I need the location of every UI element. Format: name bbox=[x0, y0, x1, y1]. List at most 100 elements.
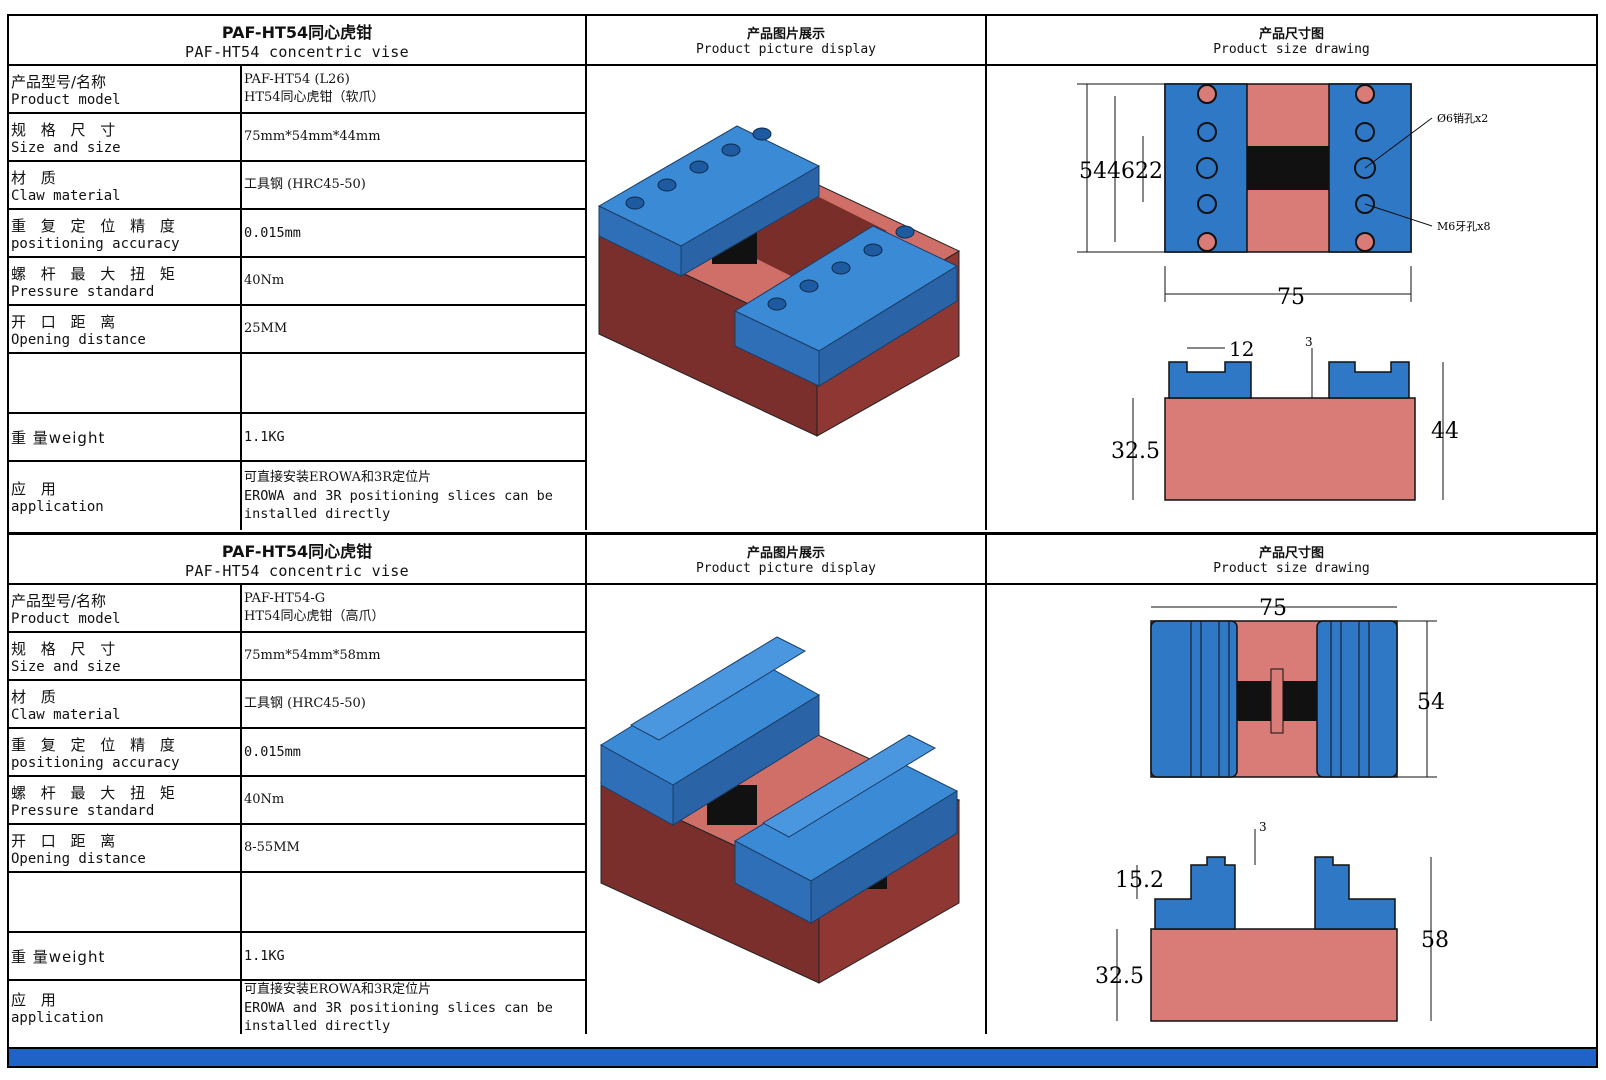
block-title: PAF-HT54同心虎钳 PAF-HT54 concentric vise bbox=[9, 16, 587, 66]
picture-header: 产品图片展示 Product picture display bbox=[587, 16, 987, 66]
spec-label-en: Pressure standard bbox=[11, 802, 155, 819]
spec-value: 0.015mm bbox=[244, 225, 301, 241]
spec-label-cn: 重 复 定 位 精 度 bbox=[11, 735, 180, 754]
dim-46: 46 bbox=[1107, 159, 1135, 184]
spec-label-cn: 规 格 尺 寸 bbox=[11, 639, 121, 658]
spec-label-cn: 开 口 距 离 bbox=[11, 312, 121, 331]
spec-label-cn: 规 格 尺 寸 bbox=[11, 120, 121, 139]
spec-label-en: Size and size bbox=[11, 139, 121, 156]
title-en: PAF-HT54 concentric vise bbox=[185, 43, 409, 61]
spec-label-cn: 重 量weight bbox=[11, 947, 106, 966]
spec-label-en: Claw material bbox=[11, 706, 121, 723]
dim-75: 75 bbox=[1259, 596, 1287, 621]
spec-label-cn: 开 口 距 离 bbox=[11, 831, 121, 850]
spec-value: PAF-HT54-G bbox=[244, 591, 326, 606]
picture-header-cn: 产品图片展示 bbox=[746, 27, 825, 42]
title-cn: PAF-HT54同心虎钳 bbox=[221, 542, 373, 561]
spec-label-cn: 重 量weight bbox=[11, 428, 106, 447]
spec-value: installed directly bbox=[244, 506, 391, 522]
spec-label-en: Size and size bbox=[11, 658, 121, 675]
spec-label-en: Pressure standard bbox=[11, 283, 155, 300]
dim-75: 75 bbox=[1277, 285, 1305, 310]
block-title: PAF-HT54同心虎钳 PAF-HT54 concentric vise bbox=[9, 535, 587, 585]
drawing-header: 产品尺寸图 Product size drawing bbox=[987, 535, 1596, 585]
spec-row-empty bbox=[9, 873, 585, 933]
product-picture bbox=[587, 585, 987, 1034]
dim-54: 54 bbox=[1079, 159, 1107, 184]
spec-label-en: application bbox=[11, 1010, 104, 1026]
spec-label-cn: 材 质 bbox=[11, 687, 61, 706]
title-en: PAF-HT54 concentric vise bbox=[185, 562, 409, 580]
spec-label-cn: 材 质 bbox=[11, 168, 61, 187]
picture-header-en: Product picture display bbox=[695, 42, 876, 57]
spec-value: 可直接安装EROWA和3R定位片 bbox=[244, 470, 432, 485]
spec-sheet: PAF-HT54同心虎钳 PAF-HT54 concentric vise 产品… bbox=[7, 14, 1598, 1068]
dim-3: 3 bbox=[1305, 335, 1313, 349]
spec-value: HT54同心虎钳（软爪） bbox=[244, 90, 385, 105]
spec-label-cn: 应 用 bbox=[11, 991, 61, 1009]
dim-54: 54 bbox=[1417, 690, 1445, 715]
dim-15-2: 15.2 bbox=[1115, 868, 1164, 893]
spec-label-en: positioning accuracy bbox=[11, 754, 180, 771]
spec-value: 可直接安装EROWA和3R定位片 bbox=[244, 981, 432, 997]
dimension-drawing: 54 46 22 75 Ø6销孔x2 M6牙孔x8 12 3 32.5 44 bbox=[1077, 83, 1490, 501]
dim-44: 44 bbox=[1431, 419, 1459, 444]
spec-label-cn: 螺 杆 最 大 扭 矩 bbox=[11, 264, 180, 283]
spec-value: 8-55MM bbox=[244, 840, 300, 855]
product-block-2: PAF-HT54同心虎钳 PAF-HT54 concentric vise 产品… bbox=[9, 532, 1596, 1037]
spec-label-cn: 重 复 定 位 精 度 bbox=[11, 216, 180, 235]
spec-value: 工具钢 (HRC45-50) bbox=[244, 696, 366, 711]
drawing-header-en: Product size drawing bbox=[1213, 42, 1370, 57]
spec-label-en: Opening distance bbox=[11, 850, 146, 867]
spec-value: HT54同心虎钳（高爪） bbox=[244, 609, 385, 624]
spec-value: 1.1KG bbox=[244, 948, 285, 964]
drawing-header-cn: 产品尺寸图 bbox=[1258, 27, 1324, 42]
size-drawing: 54 46 22 75 Ø6销孔x2 M6牙孔x8 12 3 32.5 44 bbox=[987, 66, 1596, 530]
footer-bar bbox=[9, 1047, 1596, 1066]
spec-value: 1.1KG bbox=[244, 429, 285, 445]
spec-label-en: positioning accuracy bbox=[11, 235, 180, 252]
dim-thread-hole: M6牙孔x8 bbox=[1437, 220, 1490, 233]
spec-label-en: Opening distance bbox=[11, 331, 146, 348]
dim-32-5: 32.5 bbox=[1111, 439, 1160, 464]
dim-12: 12 bbox=[1229, 337, 1254, 361]
dimension-drawing: 75 54 3 15.2 32.5 58 bbox=[1095, 596, 1449, 1022]
dim-3: 3 bbox=[1259, 820, 1267, 834]
spec-value: EROWA and 3R positioning slices can be bbox=[244, 488, 553, 504]
dim-pin-hole: Ø6销孔x2 bbox=[1437, 111, 1488, 125]
spec-value: 40Nm bbox=[244, 792, 285, 807]
spec-label-en: Claw material bbox=[11, 187, 121, 204]
drawing-header: 产品尺寸图 Product size drawing bbox=[987, 16, 1596, 66]
size-drawing: 75 54 3 15.2 32.5 58 bbox=[987, 585, 1596, 1034]
spec-label-cn: 螺 杆 最 大 扭 矩 bbox=[11, 783, 180, 802]
dim-58: 58 bbox=[1421, 928, 1449, 953]
title-cn: PAF-HT54同心虎钳 bbox=[221, 23, 373, 42]
picture-header-cn: 产品图片展示 bbox=[746, 546, 825, 561]
picture-header-en: Product picture display bbox=[695, 561, 876, 576]
product-block-1: PAF-HT54同心虎钳 PAF-HT54 concentric vise 产品… bbox=[9, 16, 1596, 532]
spec-value: 0.015mm bbox=[244, 744, 301, 760]
vise-render-soft-jaw bbox=[597, 125, 961, 437]
product-picture bbox=[587, 66, 987, 530]
spec-label-en: Product model bbox=[11, 610, 121, 627]
spec-value: EROWA and 3R positioning slices can be bbox=[244, 999, 553, 1016]
spec-value: 25MM bbox=[244, 321, 288, 336]
dim-32-5: 32.5 bbox=[1095, 964, 1144, 989]
spec-value: 75mm*54mm*44mm bbox=[244, 129, 381, 144]
drawing-header-en: Product size drawing bbox=[1213, 561, 1370, 576]
